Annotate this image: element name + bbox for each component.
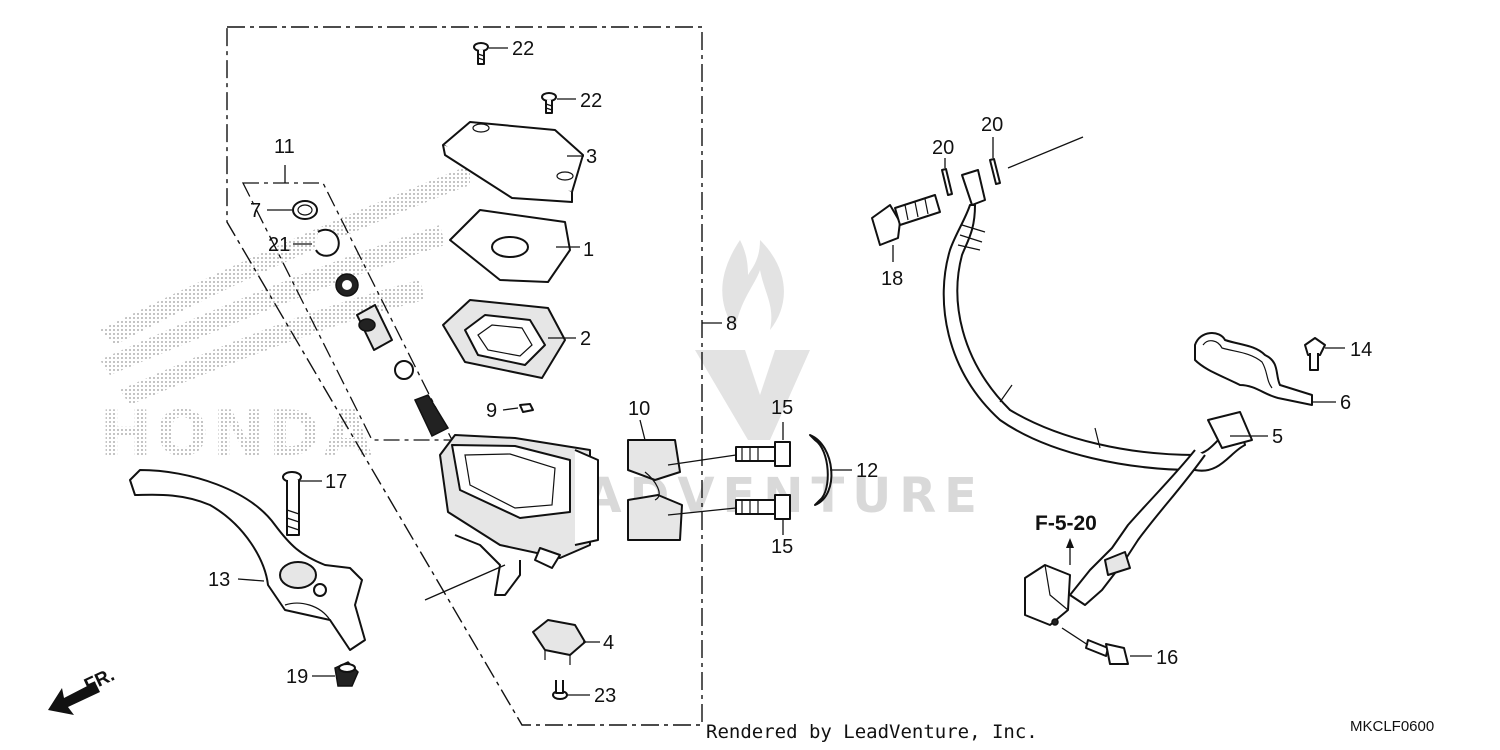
callout-9: 9	[486, 400, 497, 422]
callout-11: 11	[274, 136, 295, 158]
bolt-16	[1085, 639, 1129, 665]
diaphragm-plate-1	[449, 209, 571, 283]
screw-22-top	[473, 42, 489, 65]
callout-18: 18	[881, 268, 903, 290]
reference-label: F-5-20	[1035, 512, 1097, 535]
callout-17: 17	[325, 471, 347, 493]
honda-watermark-text: HONDA	[100, 397, 376, 470]
clip-9	[519, 403, 534, 413]
diaphragm-2	[442, 299, 566, 379]
washer-20-left	[941, 168, 953, 196]
piston-washer	[394, 360, 414, 380]
hose-joint-block	[1024, 564, 1071, 626]
brake-hose-5	[942, 169, 1253, 606]
screw-23	[552, 680, 568, 700]
callout-14: 14	[1350, 339, 1372, 361]
master-cylinder-assembly-boundary	[226, 26, 703, 726]
piston	[356, 304, 393, 351]
circlip-21	[315, 228, 340, 257]
bolt-14	[1304, 337, 1326, 371]
reservoir-cap-3	[442, 121, 584, 203]
pivot-bolt-17	[282, 471, 302, 536]
holder-10	[627, 439, 683, 541]
brake-lever-13	[129, 469, 366, 651]
seal-ring	[335, 273, 359, 297]
washer-20-right	[989, 158, 1001, 185]
hose-clamp-6	[1194, 332, 1313, 406]
front-direction-arrow: FR.	[48, 665, 118, 715]
callout-5: 5	[1272, 426, 1283, 448]
callout-3: 3	[586, 146, 597, 168]
callout-10: 10	[628, 398, 650, 420]
master-cylinder-body	[439, 434, 599, 596]
callout-22-top: 22	[512, 38, 534, 60]
callout-23: 23	[594, 685, 616, 707]
banjo-bolt-18	[871, 194, 941, 246]
callout-2: 2	[580, 328, 591, 350]
callout-22-lower: 22	[580, 90, 602, 112]
callout-16: 16	[1156, 647, 1178, 669]
callout-6: 6	[1340, 392, 1351, 414]
callout-21: 21	[268, 234, 290, 256]
honda-wing-watermark: HONDA	[100, 165, 470, 470]
callout-15-lower: 15	[771, 536, 793, 558]
spring-clip-12	[809, 434, 833, 506]
callout-20-right: 20	[981, 114, 1003, 136]
screw-22-lower	[541, 92, 557, 114]
callout-1: 1	[583, 239, 594, 261]
callout-19: 19	[286, 666, 308, 688]
callout-15-upper: 15	[771, 397, 793, 419]
callout-7: 7	[250, 200, 261, 222]
diagram-code: MKCLF0600	[1350, 718, 1434, 735]
boot-7	[292, 200, 318, 220]
switch-4	[532, 619, 586, 665]
callout-4: 4	[603, 632, 614, 654]
piston-spring	[413, 394, 450, 438]
callout-20-left: 20	[932, 137, 954, 159]
rendered-by-credit: Rendered by LeadVenture, Inc.	[706, 721, 1038, 743]
bolt-15-upper	[735, 441, 791, 467]
bolt-15-lower	[735, 494, 791, 520]
nut-19	[334, 661, 359, 687]
callout-13: 13	[208, 569, 230, 591]
callout-12: 12	[856, 460, 878, 482]
callout-8: 8	[726, 313, 737, 335]
